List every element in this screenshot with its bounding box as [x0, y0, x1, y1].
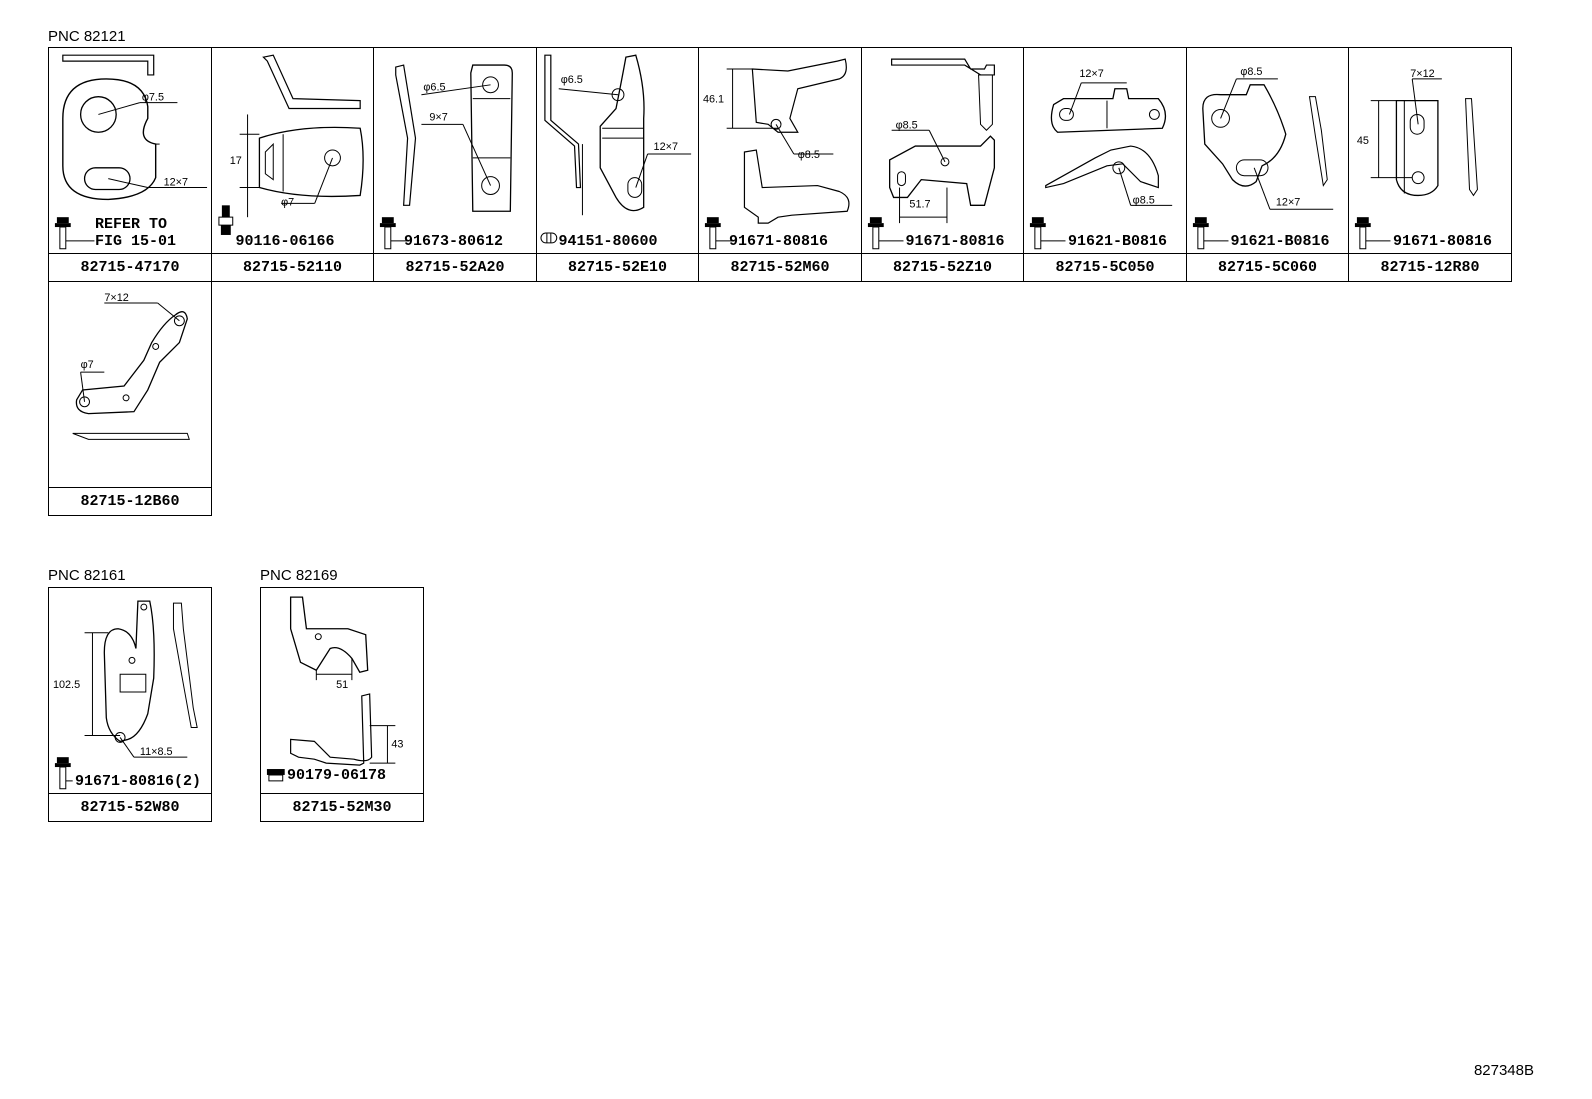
- refer-note: REFER TO FIG 15-01: [95, 216, 176, 250]
- hardware-callout: 91671-80816: [906, 234, 1005, 250]
- dim-label: 12×7: [1079, 68, 1103, 80]
- parts-grid-82169: 51 43 90179-06178 82715-52M30: [260, 587, 424, 822]
- bracket-drawing: φ8.5 12×7: [1192, 66, 1349, 254]
- dim-label: φ6.5: [423, 82, 445, 94]
- part-cell-82715-5C050[interactable]: 12×7 φ8.5 91621-B0816 82715-5C050: [1023, 47, 1187, 282]
- dim-label: 11×8.5: [140, 746, 173, 758]
- dim-label: 45: [1357, 135, 1369, 147]
- figure-id: 827348B: [1473, 1062, 1534, 1079]
- part-cell-82715-52E10[interactable]: φ6.5 12×7 94151-80600 82715-52E10: [535, 47, 700, 282]
- part-number[interactable]: 82715-52110: [211, 253, 374, 281]
- dim-label: φ7: [81, 359, 94, 371]
- bracket-drawing: 51 43: [266, 588, 403, 794]
- dim-label: φ8.5: [798, 149, 820, 161]
- dim-label: 43: [391, 738, 403, 750]
- bracket-drawing: 102.5 11×8.5: [53, 588, 211, 794]
- dim-label: 102.5: [53, 679, 80, 691]
- part-number[interactable]: 82715-12R80: [1349, 253, 1511, 281]
- dim-label: 12×7: [1275, 196, 1299, 208]
- part-cell-82715-52W80[interactable]: 102.5 11×8.5 91671-80816(2) 82715-52W80: [48, 587, 212, 822]
- hardware-callout: 91671-80816(2): [75, 774, 201, 790]
- parts-grid-82161: 102.5 11×8.5 91671-80816(2) 82715-52W80: [48, 587, 212, 822]
- hardware-code[interactable]: 91671-80816: [905, 233, 1005, 250]
- hardware-code[interactable]: 91671-80816: [729, 233, 829, 250]
- dim-label: 7×12: [1410, 68, 1434, 80]
- part-cell-82715-12R80[interactable]: 45 7×12 91671-80816 82715-12R80: [1348, 47, 1512, 282]
- part-number[interactable]: 82715-52E10: [536, 253, 699, 281]
- bracket-drawing: 12×7 φ8.5: [1029, 68, 1186, 254]
- hardware-callout: 91621-B0816: [1231, 234, 1330, 250]
- refer-line: FIG 15-01: [95, 233, 177, 250]
- part-cell-82715-52110[interactable]: 17 φ7 90116-06166 82715-52110: [210, 47, 375, 282]
- hardware-code[interactable]: 91621-B0816: [1068, 233, 1168, 250]
- hardware-callout: 91673-80612: [404, 234, 503, 250]
- bracket-drawing: φ6.5 12×7: [537, 48, 699, 254]
- dim-label: φ8.5: [1240, 66, 1262, 78]
- bracket-drawing: φ7.5 12×7: [54, 48, 211, 254]
- part-cell-82715-52Z10[interactable]: φ8.5 51.7 91671-80816 82715-52Z10: [860, 47, 1025, 282]
- part-number[interactable]: 82715-52A20: [374, 253, 536, 281]
- part-cell-82715-52M30[interactable]: 51 43 90179-06178 82715-52M30: [260, 587, 424, 822]
- bracket-drawing: 45 7×12: [1354, 68, 1511, 254]
- hardware-callout: 91671-80816: [729, 234, 828, 250]
- refer-line: REFER TO: [95, 216, 168, 233]
- hardware-code[interactable]: 94151-80600: [558, 233, 658, 250]
- dim-label: φ6.5: [560, 74, 582, 86]
- hardware-code[interactable]: 91671-80816(2): [75, 773, 202, 790]
- part-number[interactable]: 82715-52W80: [49, 793, 211, 821]
- dim-label: φ7.5: [142, 92, 164, 104]
- part-number[interactable]: 82715-52M60: [699, 253, 861, 281]
- hardware-callout: 91671-80816: [1393, 234, 1492, 250]
- bracket-drawing: φ8.5 51.7: [867, 48, 1024, 254]
- dim-label: 17: [229, 155, 241, 167]
- hardware-callout: 91621-B0816: [1068, 234, 1167, 250]
- hardware-callout: 94151-80600: [559, 234, 658, 250]
- part-number[interactable]: 82715-5C060: [1186, 253, 1349, 281]
- hardware-callout: 90116-06166: [236, 234, 335, 250]
- part-cell-82715-5C060[interactable]: φ8.5 12×7 91621-B0816 82715-5C060: [1185, 47, 1350, 282]
- dim-label: 9×7: [429, 111, 447, 123]
- parts-grid-82121-row1: φ7.5 12×7 REFER TO FIG 15-01 82715-47170…: [48, 47, 1512, 282]
- part-cell-82715-52A20[interactable]: φ6.5 9×7 91673-80612 82715-52A20: [373, 47, 537, 282]
- dim-label: 7×12: [104, 292, 128, 304]
- dim-label: 51: [336, 679, 348, 691]
- dim-label: φ7: [281, 196, 294, 208]
- part-number[interactable]: 82715-47170: [49, 253, 211, 281]
- hardware-code[interactable]: 90116-06166: [235, 233, 335, 250]
- hardware-code[interactable]: 91621-B0816: [1230, 233, 1330, 250]
- bracket-drawing: 17 φ7: [212, 48, 374, 235]
- part-number[interactable]: 82715-52M30: [261, 793, 423, 821]
- dim-label: φ8.5: [895, 119, 917, 131]
- dim-label: φ8.5: [1133, 194, 1155, 206]
- part-cell-82715-12B60[interactable]: 7×12 φ7 82715-12B60: [48, 281, 212, 516]
- pnc-label-82161: PNC 82161: [48, 567, 126, 584]
- hardware-code[interactable]: 91671-80816: [1393, 233, 1493, 250]
- dim-label: 12×7: [164, 177, 188, 189]
- part-number[interactable]: 82715-12B60: [49, 487, 211, 515]
- dim-label: 46.1: [703, 94, 724, 106]
- parts-grid-82121-row2: 7×12 φ7 82715-12B60: [48, 281, 212, 516]
- dim-label: 51.7: [909, 198, 930, 210]
- dim-label: 12×7: [653, 141, 677, 153]
- bracket-drawing: 7×12 φ7: [49, 292, 211, 488]
- pnc-label-82169: PNC 82169: [260, 567, 338, 584]
- part-number[interactable]: 82715-52Z10: [861, 253, 1024, 281]
- hardware-code[interactable]: 90179-06178: [287, 767, 387, 784]
- part-cell-82715-52M60[interactable]: 46.1 φ8.5 91671-80816 82715-52M60: [698, 47, 862, 282]
- hardware-code[interactable]: 91673-80612: [404, 233, 504, 250]
- bracket-drawing: 46.1 φ8.5: [703, 48, 861, 254]
- part-cell-82715-47170[interactable]: φ7.5 12×7 REFER TO FIG 15-01 82715-47170: [48, 47, 212, 282]
- pnc-label-82121: PNC 82121: [48, 28, 126, 45]
- hardware-callout: 90179-06178: [287, 768, 386, 784]
- part-number[interactable]: 82715-5C050: [1024, 253, 1186, 281]
- bracket-drawing: φ6.5 9×7: [379, 48, 536, 254]
